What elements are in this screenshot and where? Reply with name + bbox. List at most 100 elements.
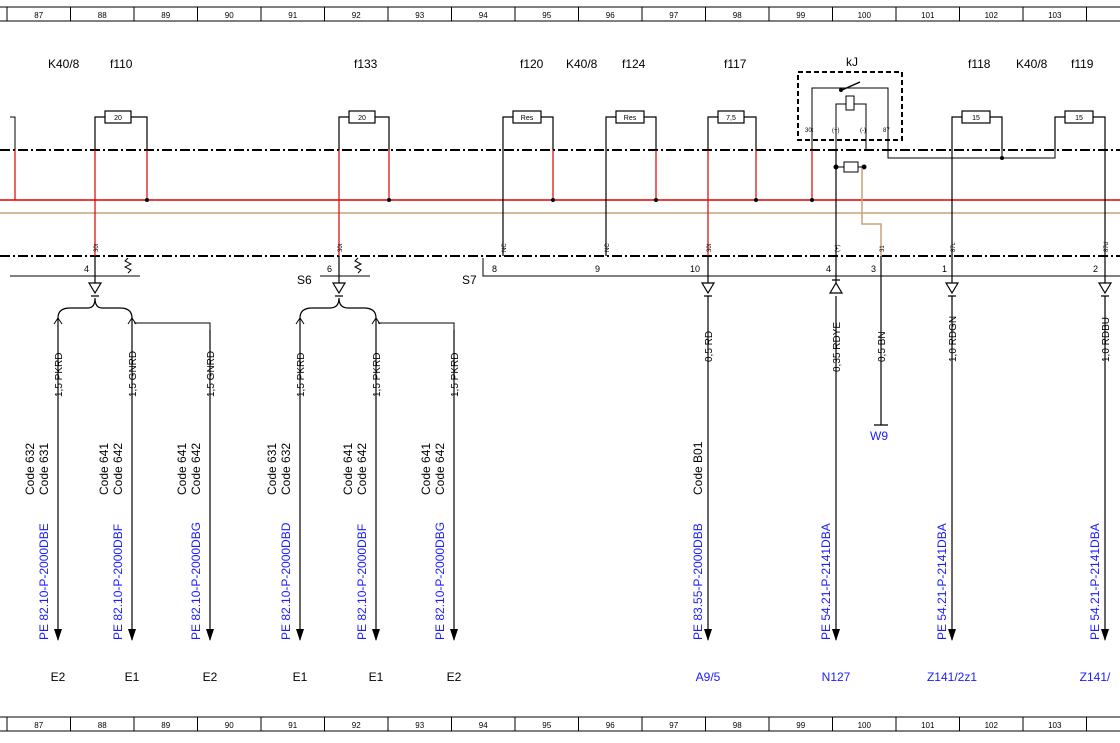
ref-link[interactable]: PE 54.21-P-2141DBA [819,523,833,640]
code-labels: Code 632 Code 631 Code 641 Code 642 Code… [23,441,705,495]
label-f118: f118 [968,57,991,71]
stubs [94,256,1106,283]
svg-text:(+): (+) [832,128,840,134]
svg-text:S6: S6 [297,273,312,287]
fan-out [134,322,455,330]
connector-pin-labels: 30t 30t NC NC 30t (+) 31 87c 87d [94,242,1110,252]
svg-text:Code 632: Code 632 [279,443,293,495]
svg-text:1,5 GNRD: 1,5 GNRD [206,351,217,397]
svg-text:1,5 PKRD: 1,5 PKRD [372,353,383,397]
ruler-number: 89 [161,11,170,20]
label-f120: f120 [520,57,544,71]
ref-link[interactable]: PE 54.21-P-2141DBA [1088,523,1102,640]
ruler-number: 87 [34,721,43,730]
shield-squiggles [123,257,363,274]
ruler-number: 99 [796,11,805,20]
dest-link[interactable]: A9/5 [696,670,721,684]
reference-links: PE 82.10-P-2000DBE PE 82.10-P-2000DBF PE… [37,522,1102,640]
svg-text:2: 2 [1093,264,1098,274]
ref-link[interactable]: PE 82.10-P-2000DBG [433,522,447,640]
svg-text:0,5 BN: 0,5 BN [877,331,888,362]
dest-label: E2 [203,670,218,684]
svg-text:0,5 RD: 0,5 RD [704,331,715,362]
label-k40-right: K40/8 [1016,57,1048,71]
svg-text:1: 1 [942,264,947,274]
ruler-number: 102 [985,11,999,20]
svg-text:Code 641: Code 641 [341,443,355,495]
dest-label: E1 [125,670,140,684]
svg-text:1,5 PKRD: 1,5 PKRD [54,353,65,397]
splice-labels: S6 S7 [297,273,477,287]
ruler-number: 89 [161,721,170,730]
svg-text:6: 6 [327,264,332,274]
ruler-number: 91 [288,11,297,20]
ruler-number: 103 [1048,11,1062,20]
ref-link[interactable]: PE 82.10-P-2000DBG [189,522,203,640]
svg-text:3: 3 [871,264,876,274]
svg-text:Code 641: Code 641 [419,443,433,495]
svg-text:87d: 87d [1104,242,1110,252]
dest-label: E2 [51,670,66,684]
label-k40-mid: K40/8 [566,57,598,71]
ruler-number: 101 [921,721,935,730]
svg-text:Code 642: Code 642 [111,443,125,495]
ref-link[interactable]: PE 54.21-P-2141DBA [935,523,949,640]
svg-text:NC: NC [502,243,508,252]
svg-text:31: 31 [880,245,886,252]
ruler-number: 92 [352,721,361,730]
ruler-number: 91 [288,721,297,730]
ruler-number: 87 [34,11,43,20]
ruler-number: 100 [858,11,872,20]
svg-text:30t: 30t [338,243,344,252]
svg-text:30t: 30t [94,243,100,252]
ruler-number: 102 [985,721,999,730]
svg-text:4: 4 [826,264,831,274]
ruler-number: 94 [479,11,488,20]
ref-link[interactable]: PE 82.10-P-2000DBF [111,524,125,640]
branch-ticks [53,317,381,325]
ref-link[interactable]: PE 83.55-P-2000DBB [691,523,705,640]
module-boundaries [0,149,1120,257]
svg-text:4: 4 [84,264,89,274]
fuse-f110 [104,110,132,124]
dest-link[interactable]: Z141/ [1080,670,1111,684]
connector-strips [10,258,1120,277]
dest-link[interactable]: Z141/2z1 [927,670,977,684]
ruler-number: 92 [352,11,361,20]
svg-text:Code B01: Code B01 [691,441,705,495]
fuse-f133 [348,110,376,124]
ref-link[interactable]: PE 82.10-P-2000DBE [37,523,51,640]
label-f133: f133 [354,57,378,71]
braces [57,297,377,319]
svg-text:Code 642: Code 642 [433,443,447,495]
fuse-f119 [1064,110,1094,124]
svg-text:Res: Res [624,115,637,122]
ruler-number: 96 [606,11,615,20]
svg-text:10: 10 [690,264,700,274]
svg-text:1,0 RDGN: 1,0 RDGN [948,316,959,362]
relay-bus [887,150,1056,159]
svg-text:9: 9 [595,264,600,274]
svg-text:20: 20 [114,115,122,122]
ground-w9[interactable]: W9 [870,429,888,443]
wire-drops [54,283,1109,641]
wire-labels: 1,5 PKRD 1,5 GNRD 1,5 GNRD 1,5 PKRD 1,5 … [54,316,1112,397]
ref-link[interactable]: PE 82.10-P-2000DBF [355,524,369,640]
ruler-number: 97 [669,11,678,20]
label-f117: f117 [724,57,747,71]
svg-text:Res: Res [521,115,534,122]
ruler-number: 99 [796,721,805,730]
svg-text:87: 87 [883,128,890,134]
fuse-f124 [615,110,645,124]
black-links [502,150,1106,256]
svg-text:Code 632: Code 632 [23,443,37,495]
ref-link[interactable]: PE 82.10-P-2000DBD [279,522,293,640]
label-f124: f124 [622,57,646,71]
ruler-number: 95 [542,721,551,730]
ruler-number: 90 [225,721,234,730]
red-junctions [145,198,814,202]
dest-link[interactable]: N127 [822,670,851,684]
label-k40-left: K40/8 [48,57,80,71]
